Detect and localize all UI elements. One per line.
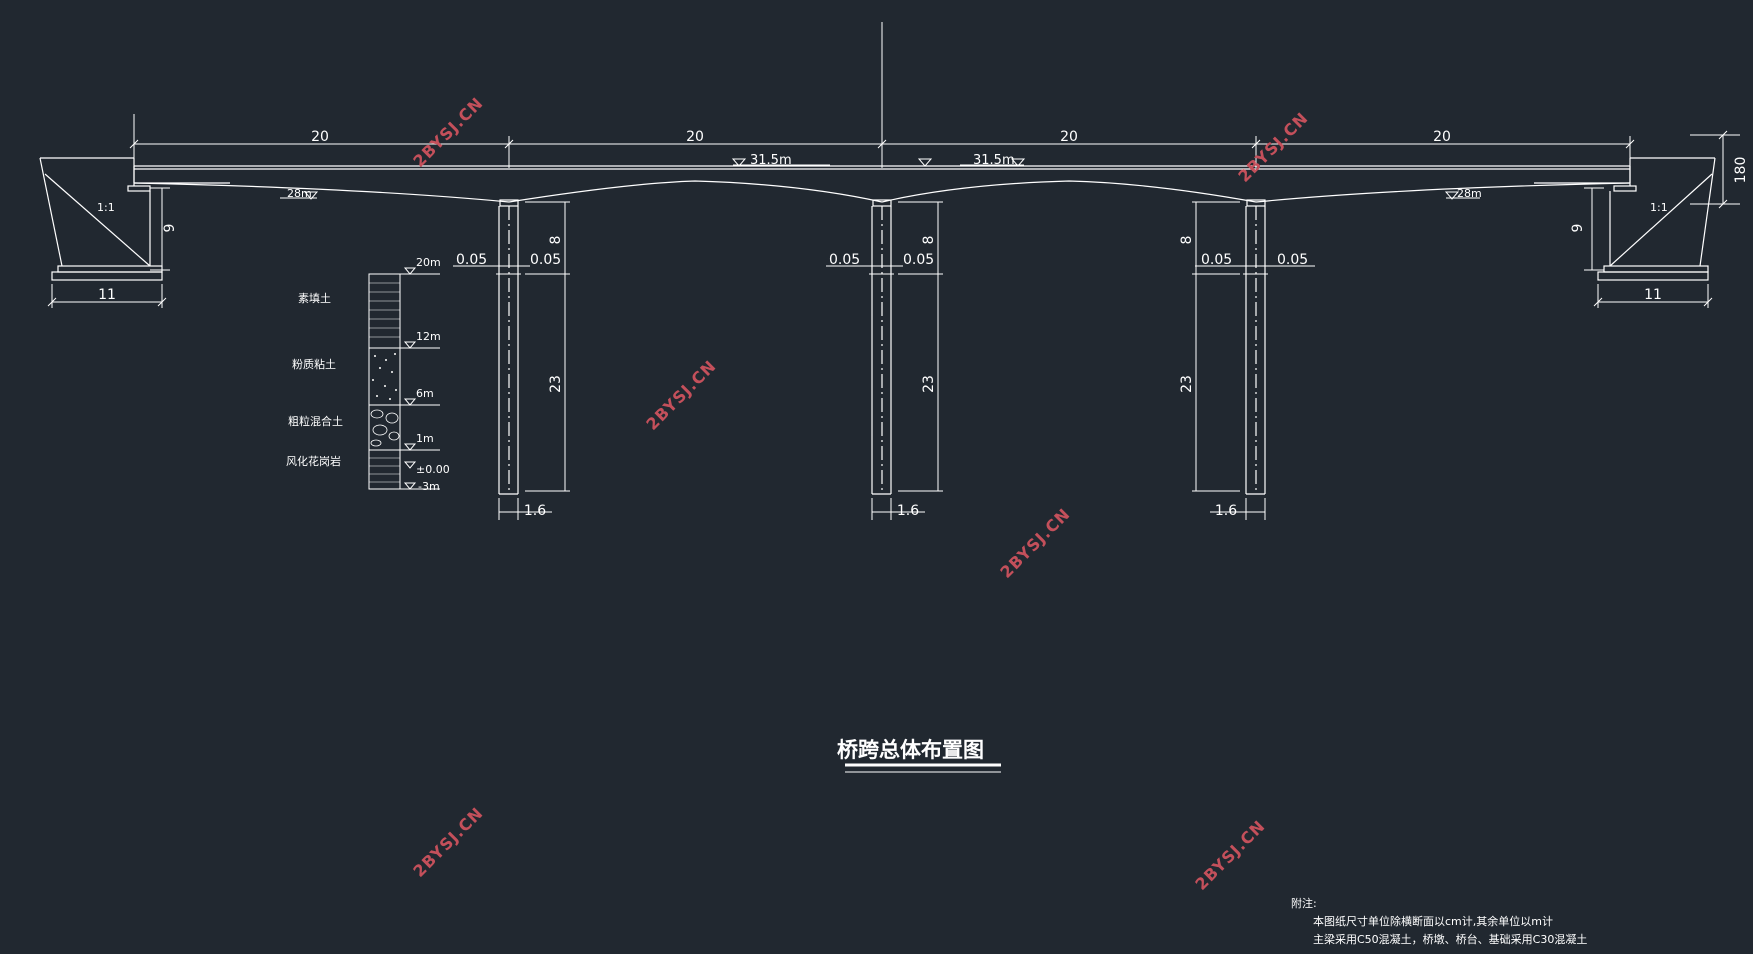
- span-label: 20: [1060, 129, 1078, 145]
- pier-width-label: 1.6: [1215, 503, 1237, 519]
- pier-3: [1243, 206, 1268, 495]
- abutment-width-dimension: [47, 284, 167, 308]
- elevation-marker: [731, 158, 747, 167]
- soil-layer-name: 粗粒混合土: [288, 414, 343, 428]
- pier-dimensions: [1192, 201, 1315, 520]
- pier-width-label: 1.6: [524, 503, 546, 519]
- pier-offset-label: 0.05: [530, 252, 561, 268]
- abutment-height-label: 9: [1570, 224, 1586, 233]
- soil-layer-elevation: 12m: [416, 330, 441, 343]
- soil-layer-elevation: 6m: [416, 387, 434, 400]
- soil-column: [368, 267, 440, 490]
- abutment-height-label: 9: [162, 224, 178, 233]
- pier-offset-label: 0.05: [1201, 252, 1232, 268]
- notes-line: 本图纸尺寸单位除横断面以cm计,其余单位以m计: [1313, 914, 1553, 928]
- soil-layer-name: 粉质粘土: [292, 357, 336, 371]
- soil-layer-name: 风化花岗岩: [286, 454, 341, 468]
- notes-line: 主梁采用C50混凝土，桥墩、桥台、基础采用C30混凝土: [1313, 932, 1587, 946]
- pier-2: [869, 206, 894, 495]
- pier-1: [496, 206, 521, 495]
- span-label: 20: [1433, 129, 1451, 145]
- pile-length-label: 23: [1179, 375, 1195, 393]
- abutment-width-dimension: [1593, 284, 1713, 308]
- pier-offset-label: 0.05: [456, 252, 487, 268]
- watermark: 2BYSJ.CN: [1234, 108, 1312, 186]
- pier-dimensions: [453, 201, 570, 520]
- watermark: 2BYSJ.CN: [1191, 816, 1269, 894]
- pier-offset-label: 0.05: [903, 252, 934, 268]
- abutment-elevation-label: 28m: [287, 187, 312, 200]
- pier-dimensions: [826, 201, 943, 520]
- pier-top-label: 8: [921, 236, 937, 245]
- deck-height-label: 180: [1733, 157, 1749, 184]
- pier-width-label: 1.6: [897, 503, 919, 519]
- span-label: 20: [686, 129, 704, 145]
- bridge-deck: [127, 165, 1637, 207]
- deck-height-dimension: [1690, 130, 1740, 209]
- abutment-elevation-label: 28m: [1457, 187, 1482, 200]
- datum-elevation: ±0.00: [416, 463, 450, 476]
- pier-offset-label: 0.05: [829, 252, 860, 268]
- abutment-slope-label: 1:1: [1650, 201, 1668, 214]
- elevation-marker: [303, 191, 319, 200]
- soil-layer-elevation: 1m: [416, 432, 434, 445]
- left-abutment: [39, 157, 163, 281]
- drawing-title: 桥跨总体布置图: [837, 738, 984, 762]
- elevation-marker: [1010, 158, 1026, 167]
- pile-length-label: 23: [921, 375, 937, 393]
- watermark: 2BYSJ.CN: [642, 356, 720, 434]
- bottom-elevation: -3m: [418, 480, 440, 493]
- watermark: 2BYSJ.CN: [409, 803, 487, 881]
- pier-top-label: 8: [1179, 236, 1195, 245]
- pier-offset-label: 0.05: [1277, 252, 1308, 268]
- soil-layer-name: 素填土: [298, 291, 331, 305]
- pile-length-label: 23: [548, 375, 564, 393]
- span-dimension-line: [129, 114, 1635, 168]
- abutment-width-label: 11: [98, 287, 116, 303]
- abutment-width-label: 11: [1644, 287, 1662, 303]
- abutment-slope-label: 1:1: [97, 201, 115, 214]
- pier-top-label: 8: [548, 236, 564, 245]
- deck-elevation-label: 31.5m: [973, 153, 1015, 168]
- watermark: 2BYSJ.CN: [996, 504, 1074, 582]
- span-label: 20: [311, 129, 329, 145]
- notes-heading: 附注:: [1291, 896, 1317, 910]
- abutment-height-dimension: [1584, 187, 1604, 271]
- deck-elevation-label: 31.5m: [750, 153, 792, 168]
- elevation-marker: [917, 158, 933, 167]
- soil-layer-elevation: 20m: [416, 256, 441, 269]
- elevation-marker: [1444, 191, 1460, 200]
- watermark: 2BYSJ.CN: [409, 93, 487, 171]
- abutment-height-dimension: [150, 187, 170, 271]
- right-abutment: [1597, 157, 1716, 281]
